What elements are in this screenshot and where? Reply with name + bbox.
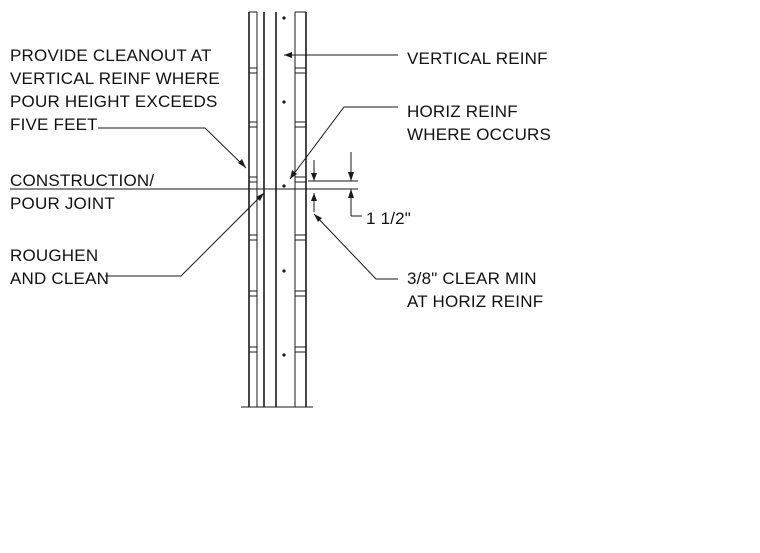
note-roughen-line-1: ROUGHEN [10,246,99,265]
note-cleanout-line-2: VERTICAL REINF WHERE [10,69,220,88]
note-cleanout-line-4: FIVE FEET [10,115,98,134]
right-masonry-units [294,11,306,407]
note-clear-min: 3/8" CLEAR MIN AT HORIZ REINF [407,267,543,313]
note-clear-min-line-2: AT HORIZ REINF [407,292,544,311]
note-horiz-reinf-line-2: WHERE OCCURS [407,125,552,144]
left-masonry-units [249,11,258,407]
leader-clear-min [313,213,398,280]
dimension-label: 1 1/2" [366,209,412,228]
note-vertical-reinf-line-1: VERTICAL REINF [407,49,548,68]
note-clear-min-line-1: 3/8" CLEAR MIN [407,269,537,288]
note-horiz-reinf: HORIZ REINF WHERE OCCURS [407,100,551,146]
note-cleanout-line-1: PROVIDE CLEANOUT AT [10,46,212,65]
dimension-clear [311,160,317,212]
note-roughen: ROUGHEN AND CLEAN [10,244,109,290]
leader-vertical-reinf [284,52,398,58]
reinforcement-dots [282,16,286,357]
note-roughen-line-2: AND CLEAN [10,269,110,288]
note-horiz-reinf-line-1: HORIZ REINF [407,102,518,121]
note-construction-joint-line-2: POUR JOINT [10,194,115,213]
note-construction-joint-line-1: CONSTRUCTION/ [10,171,155,190]
note-vertical-reinf: VERTICAL REINF [407,47,548,70]
note-dimension: 1 1/2" [366,207,411,230]
note-cleanout-line-3: POUR HEIGHT EXCEEDS [10,92,218,111]
note-cleanout: PROVIDE CLEANOUT AT VERTICAL REINF WHERE… [10,44,220,136]
dimension-1-1-2 [308,152,362,217]
leader-horiz-reinf [289,106,398,180]
leader-roughen [105,192,265,277]
wall-lines [241,12,313,408]
note-construction-joint: CONSTRUCTION/ POUR JOINT [10,169,154,215]
leader-cleanout [98,127,247,169]
